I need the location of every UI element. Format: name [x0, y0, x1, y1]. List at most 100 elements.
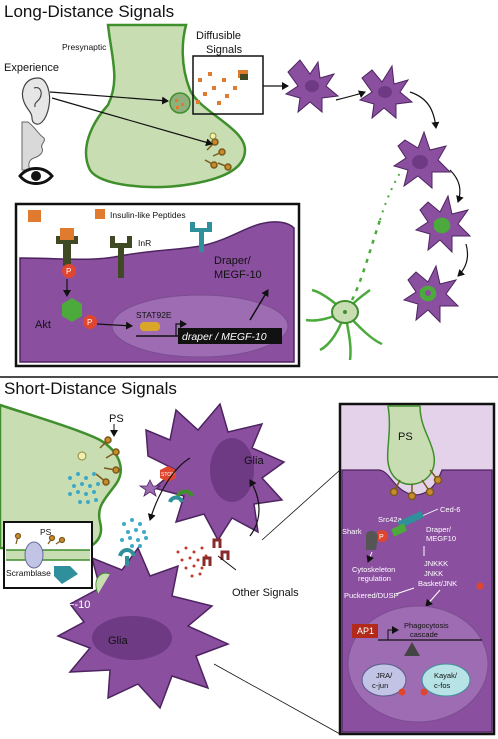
- scramblase-ps-label: PS: [40, 527, 52, 537]
- gene-box: [178, 328, 282, 344]
- stop-sign: STOP: [160, 466, 176, 482]
- draper-right-label-1: Draper/: [426, 525, 452, 534]
- arrow-akt-stat: [96, 321, 133, 330]
- diffusible-squares: [196, 72, 237, 105]
- inr-label: InR: [138, 238, 151, 248]
- arrow-upper-glia-down: [147, 457, 191, 521]
- glia-cell-2: [358, 64, 414, 120]
- arrow-shark-cyto: [366, 551, 374, 563]
- other-signal-receptors: [202, 538, 230, 566]
- p-badge-akt-text: P: [87, 318, 92, 327]
- akt-label: Akt: [35, 319, 51, 331]
- scramblase-label: Scramblase: [6, 568, 51, 578]
- src42a-box: [390, 523, 408, 537]
- p-badge-right: [376, 530, 388, 542]
- shark-label: Shark: [342, 527, 362, 536]
- bound-receptor: [56, 228, 78, 266]
- draper-receptor-scramblase: [54, 566, 78, 584]
- scramblase-membrane: [6, 550, 90, 560]
- scramblase-lollipops: [14, 532, 66, 545]
- vesicle: [169, 92, 191, 114]
- inset-draper-label-1: Draper/: [214, 255, 252, 267]
- cyto-label-1: Cytoskeleton: [352, 565, 395, 574]
- transcription-arrow: [175, 320, 187, 336]
- small-green-fragment: [95, 572, 111, 595]
- cyto-label-2: regulation: [358, 574, 391, 583]
- p-badge-right-text: P: [379, 534, 384, 541]
- arrow-glia-1-2: [335, 90, 366, 101]
- p-badge-receptor-text: P: [66, 267, 71, 276]
- zoom-connector-1: [213, 663, 341, 735]
- puckered-inhibition: [395, 587, 415, 595]
- glia-upper-nucleus: [210, 438, 254, 502]
- src42a-label: Src42a: [378, 515, 403, 524]
- phago-label-2: cascade: [410, 630, 438, 639]
- bottom-ps-lollipops: [95, 436, 120, 486]
- inr-receptor: [110, 236, 132, 278]
- section-title-short-distance: Short-Distance Signals: [4, 379, 177, 398]
- phago-label-1: Phagocytosis: [404, 621, 449, 630]
- jnkk-label: JNKK: [424, 569, 443, 578]
- terminal-ps-lollipops: [204, 138, 232, 171]
- zoom-connector-2: [261, 469, 341, 541]
- jra-ellipse: [361, 663, 407, 697]
- draper-bottom-label: Draper/MEGF-10: [6, 599, 90, 611]
- arrow-glia-3-4: [449, 169, 464, 203]
- arrow-glia-4-5: [457, 243, 469, 277]
- glia-cell-3: [392, 130, 452, 190]
- stat-label: STAT92E: [136, 310, 172, 320]
- shark-shape: [365, 530, 378, 550]
- teal-dot-cluster-1: [68, 472, 100, 504]
- ear-icon: [21, 77, 51, 125]
- red-dot-cluster: [176, 546, 212, 578]
- arrow-gene-draper: [249, 289, 269, 321]
- p-badge-akt: [83, 315, 97, 329]
- teal-receptor-1: [168, 489, 194, 503]
- arrow-experience-vesicle: [49, 91, 169, 105]
- inset-right-ps-label: PS: [398, 431, 413, 443]
- inset-right-lollipops: [389, 469, 443, 501]
- insulin-label: Insulin-like Peptides: [110, 210, 186, 220]
- draper-bar-right: [397, 510, 425, 529]
- eye-icon: [18, 167, 54, 185]
- akt-hexagon: [62, 298, 82, 322]
- signal-molecule-star: [138, 479, 162, 497]
- ced6-pointer: [421, 508, 439, 517]
- terminal-vesicle-small: [209, 132, 217, 140]
- presynaptic-terminal: [84, 23, 247, 189]
- jra-label-2: c-jun: [372, 681, 388, 690]
- face-icon: [21, 121, 45, 171]
- svg-text:STOP: STOP: [161, 472, 175, 478]
- inset-draper-label-2: MEGF-10: [214, 269, 262, 281]
- puckered-label: Puckered/DUSP: [344, 591, 399, 600]
- inset-right-neuron: [386, 405, 436, 486]
- jnkkk-label: JNKKK: [424, 559, 448, 568]
- kayak-label-1: Kayak/: [434, 671, 458, 680]
- jra-label-1: JRA/: [376, 671, 393, 680]
- transcription-arrow-right: [387, 626, 399, 640]
- section-title-long-distance: Long-Distance Signals: [4, 2, 174, 21]
- arrow-basket-nucleus: [425, 589, 441, 607]
- glia-lower-label: Glia: [108, 635, 128, 647]
- arrow-experience-terminal: [51, 97, 213, 147]
- insulin-peptide-legend: [95, 209, 105, 219]
- draper-receptor-top: [190, 222, 212, 252]
- p-badge-kayak: [420, 688, 428, 696]
- heterodimer-triangle: [404, 642, 420, 656]
- presynaptic-label: Presynaptic: [62, 42, 107, 52]
- scramblase-protein: [24, 541, 44, 569]
- degenerating-neuron: [305, 169, 403, 361]
- ap1-label: AP1: [357, 626, 374, 636]
- vesicle-dots: [175, 99, 184, 109]
- diffusible-label-1: Diffusible: [196, 30, 241, 42]
- kayak-ellipse: [421, 663, 471, 697]
- p-badge-receptor: [62, 264, 76, 278]
- diffusible-signals-box: [192, 55, 264, 115]
- glia-cell-4: [414, 194, 472, 254]
- ps-label-bottom: PS: [109, 413, 124, 425]
- other-signals-pointer: [217, 555, 237, 571]
- bottom-vesicle: [77, 451, 87, 461]
- other-signals-label: Other Signals: [232, 587, 299, 599]
- teal-dot-cluster-2: [120, 518, 148, 548]
